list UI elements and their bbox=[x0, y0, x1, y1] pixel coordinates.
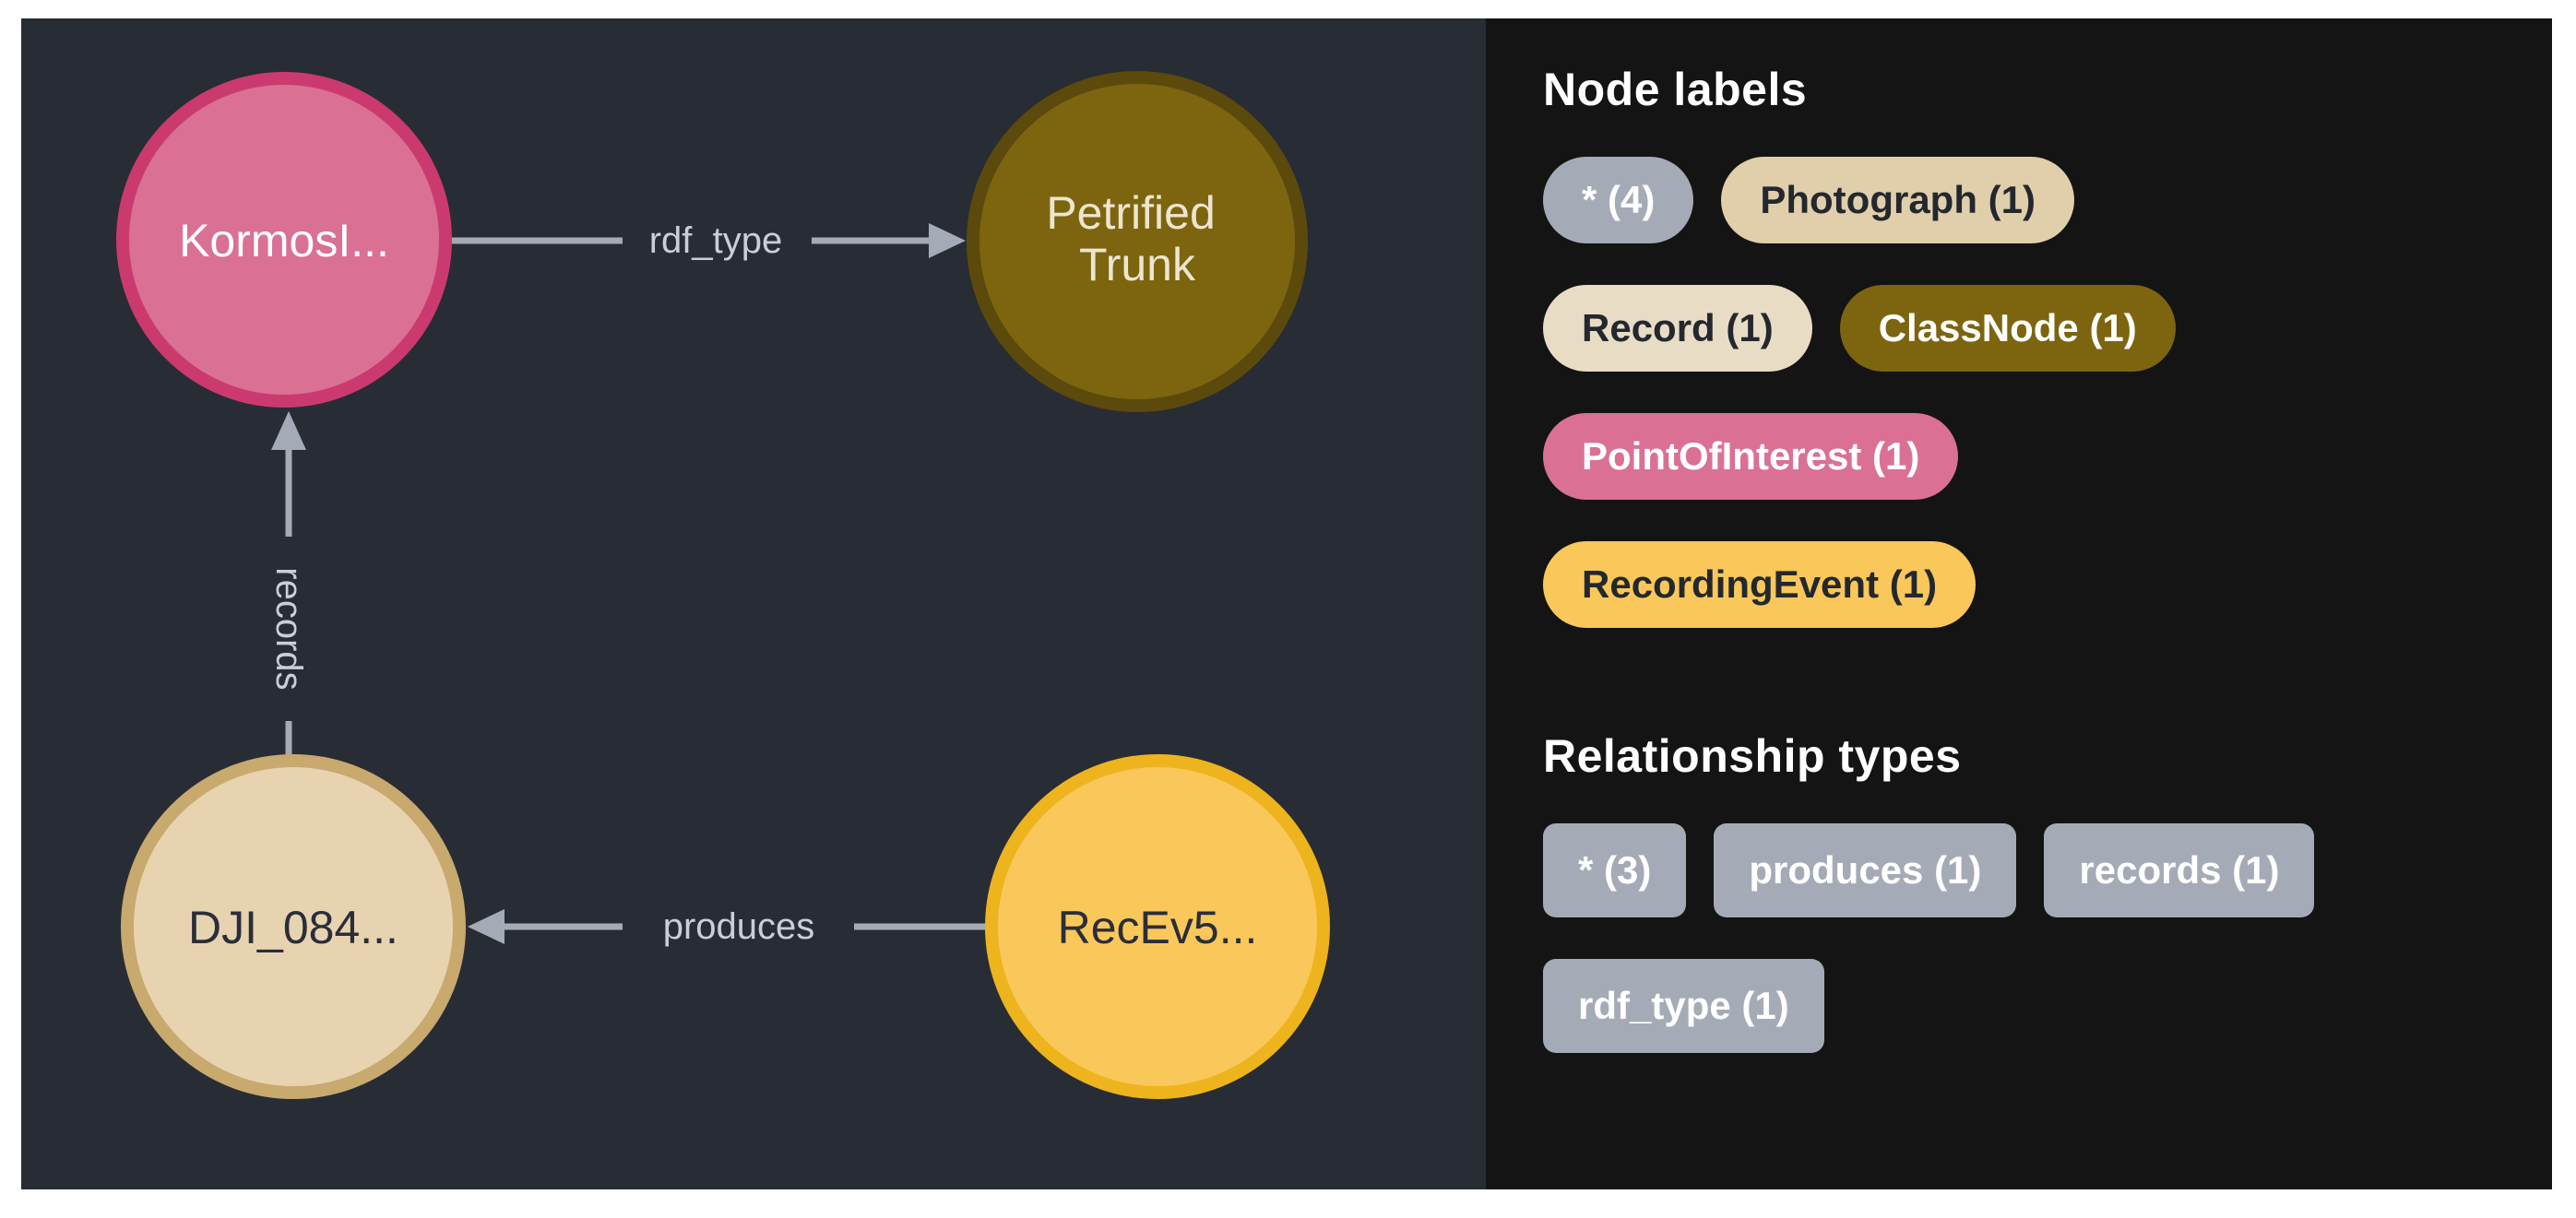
relationship-types-title: Relationship types bbox=[1543, 730, 1962, 782]
node-petrified-trunk-label: Petrified Trunk bbox=[1046, 187, 1228, 290]
node-kormos[interactable]: KormosI... bbox=[116, 72, 452, 408]
node-label-pill-pointofinterest[interactable]: PointOfInterest (1) bbox=[1543, 413, 1959, 500]
relationship-types-section: Relationship types * (3) produces (1) re… bbox=[1543, 729, 2524, 1053]
edges-group: rdf_type records produces bbox=[268, 220, 991, 947]
relationship-pill-row: * (3) produces (1) records (1) bbox=[1543, 823, 2524, 917]
node-pill-row: RecordingEvent (1) bbox=[1543, 541, 2524, 628]
edge-rdf-type[interactable]: rdf_type bbox=[452, 220, 966, 261]
relationship-pill-produces[interactable]: produces (1) bbox=[1714, 823, 2017, 917]
graph-svg[interactable]: rdf_type records produces KormosI... bbox=[21, 18, 1486, 1189]
node-label-pill-photograph[interactable]: Photograph (1) bbox=[1721, 157, 2074, 243]
node-labels-title: Node labels bbox=[1543, 64, 1808, 115]
node-dji-label: DJI_084... bbox=[188, 902, 398, 953]
node-kormos-label: KormosI... bbox=[179, 215, 389, 266]
node-petrified-trunk[interactable]: Petrified Trunk bbox=[967, 71, 1308, 412]
node-kormos-circle[interactable] bbox=[116, 72, 452, 408]
edge-produces[interactable]: produces bbox=[468, 906, 991, 947]
relationship-pill-all[interactable]: * (3) bbox=[1543, 823, 1687, 917]
node-labels-section: Node labels * (4) Photograph (1) Record … bbox=[1543, 63, 2524, 628]
edge-records[interactable]: records bbox=[268, 411, 309, 762]
arrowhead-right-icon bbox=[929, 223, 966, 258]
relationship-pill-records[interactable]: records (1) bbox=[2044, 823, 2315, 917]
node-pill-row: Record (1) ClassNode (1) bbox=[1543, 285, 2524, 372]
node-label-pill-recordingevent[interactable]: RecordingEvent (1) bbox=[1543, 541, 1977, 628]
node-label-pill-classnode[interactable]: ClassNode (1) bbox=[1839, 285, 2176, 372]
node-recev-label: RecEv5... bbox=[1058, 902, 1258, 953]
node-label-pill-all[interactable]: * (4) bbox=[1543, 157, 1694, 243]
node-petrified-trunk-circle[interactable] bbox=[967, 71, 1308, 412]
relationship-pill-row: rdf_type (1) bbox=[1543, 959, 2524, 1053]
node-pill-row: PointOfInterest (1) bbox=[1543, 413, 2524, 500]
graph-canvas-panel: rdf_type records produces KormosI... bbox=[21, 18, 1486, 1189]
relationship-pill-rdf-type[interactable]: rdf_type (1) bbox=[1543, 959, 1824, 1053]
edge-label-produces[interactable]: produces bbox=[663, 906, 815, 947]
legend-sidebar: Node labels * (4) Photograph (1) Record … bbox=[1486, 18, 2552, 1189]
node-pill-row: * (4) Photograph (1) bbox=[1543, 157, 2524, 243]
node-dji[interactable]: DJI_084... bbox=[121, 754, 466, 1099]
node-recev[interactable]: RecEv5... bbox=[985, 754, 1330, 1099]
node-label-pill-record[interactable]: Record (1) bbox=[1543, 285, 1812, 372]
node-recev-circle[interactable] bbox=[985, 754, 1330, 1099]
edge-label-records[interactable]: records bbox=[268, 567, 309, 690]
node-dji-circle[interactable] bbox=[121, 754, 466, 1099]
edge-label-rdf-type[interactable]: rdf_type bbox=[649, 220, 783, 261]
arrowhead-left-icon bbox=[468, 909, 505, 944]
arrowhead-up-icon bbox=[271, 411, 306, 450]
